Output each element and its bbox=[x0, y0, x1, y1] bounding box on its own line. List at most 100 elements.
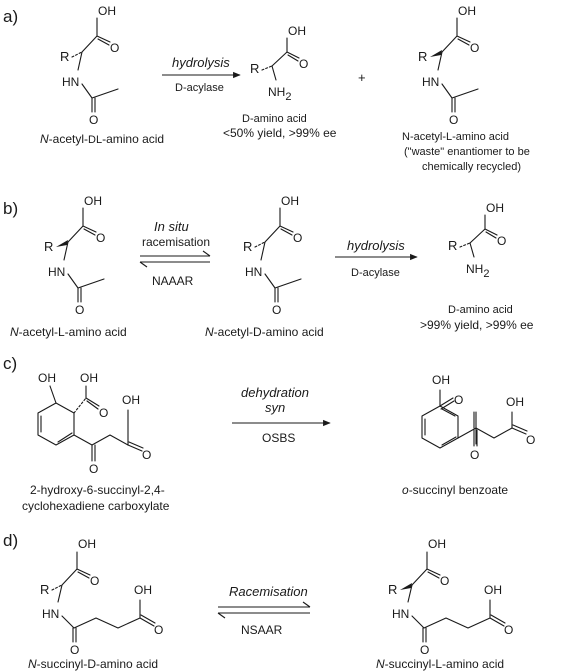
panel-b-caption3-line1: D-amino acid bbox=[448, 304, 513, 316]
panel-a-arrow-bottom-label: D-acylase bbox=[175, 82, 224, 94]
panel-a-plus-sign: + bbox=[358, 70, 366, 85]
atom-label: OH bbox=[484, 583, 502, 597]
atom-label: R bbox=[388, 582, 397, 597]
panel-a-product2-caption-line1: N-acetyl-L-amino acid bbox=[402, 131, 509, 143]
panel-a-product1-structure: R OH O NH2 bbox=[250, 24, 308, 103]
atom-label: R bbox=[243, 239, 252, 254]
panel-b-letter: b) bbox=[3, 199, 18, 218]
panel-c-arrow-top-line2: syn bbox=[265, 400, 285, 415]
atom-label: OH bbox=[288, 24, 306, 38]
atom-label: HN bbox=[245, 265, 262, 279]
panel-b-arrow-top-label: hydrolysis bbox=[347, 238, 405, 253]
panel-a-product2-caption-line2: ("waste" enantiomer to be bbox=[404, 146, 530, 158]
panel-c-arrow-top-line1: dehydration bbox=[241, 385, 309, 400]
panel-b-eq-forward-head bbox=[202, 250, 211, 257]
atom-label: O bbox=[110, 41, 119, 55]
atom-label: OH bbox=[84, 194, 102, 208]
panel-c-structure2: OH O OH O O bbox=[421, 373, 535, 462]
panel-a-product2-structure: R OH O HN O bbox=[418, 4, 479, 127]
panel-a-product1-caption-line1: D-amino acid bbox=[242, 113, 307, 125]
panel-a-reactant-caption: N-acetyl-DL-amino acid bbox=[40, 132, 164, 146]
atom-label: O bbox=[99, 406, 108, 420]
panel-a-letter: a) bbox=[3, 7, 18, 26]
panel-a-product1-caption-line2: <50% yield, >99% ee bbox=[223, 126, 337, 140]
atom-label: OH bbox=[486, 201, 504, 215]
atom-label: OH bbox=[134, 583, 152, 597]
atom-label: O bbox=[89, 462, 98, 476]
panel-d-letter: d) bbox=[3, 531, 18, 550]
panel-a-product2-caption-line3: chemically recycled) bbox=[422, 161, 521, 173]
panel-b: b) R OH O HN O N-acetyl-L-amino acid In … bbox=[3, 194, 534, 339]
panel-c-caption1-line2: cyclohexadiene carboxylate bbox=[22, 499, 170, 513]
atom-label: O bbox=[420, 643, 429, 657]
atom-label: O bbox=[470, 41, 479, 55]
atom-label: R bbox=[418, 49, 427, 64]
atom-label: HN bbox=[42, 607, 59, 621]
atom-label: O bbox=[440, 574, 449, 588]
panel-d-caption2: N-succinyl-L-amino acid bbox=[376, 657, 504, 671]
atom-label: R bbox=[40, 582, 49, 597]
panel-d-eq-forward-head bbox=[302, 601, 311, 608]
atom-label: HN bbox=[392, 607, 409, 621]
panel-b-structure3: R OH O NH2 bbox=[448, 201, 506, 280]
atom-label: HN bbox=[422, 75, 439, 89]
panel-a: a) R OH O HN O N-acetyl-DL-amino acid hy… bbox=[3, 4, 530, 173]
panel-d-eq-top-label: Racemisation bbox=[229, 584, 308, 599]
panel-d-structure1: R OH O HN O OH O bbox=[40, 537, 163, 657]
atom-label: NH2 bbox=[268, 85, 291, 103]
atom-label: NH2 bbox=[466, 262, 489, 280]
atom-label: O bbox=[70, 643, 79, 657]
atom-label: OH bbox=[122, 393, 140, 407]
panel-b-caption3-line2: >99% yield, >99% ee bbox=[420, 318, 534, 332]
atom-label: R bbox=[448, 238, 457, 253]
atom-label: O bbox=[272, 303, 281, 317]
panel-c-caption1-line1: 2-hydroxy-6-succinyl-2,4- bbox=[30, 483, 165, 497]
panel-b-eq-top-line1: In situ bbox=[154, 219, 189, 234]
atom-label: R bbox=[60, 49, 69, 64]
atom-label: O bbox=[449, 113, 458, 127]
atom-label: HN bbox=[48, 265, 65, 279]
atom-label: OH bbox=[80, 371, 98, 385]
panel-c-structure1: OH OH O O OH O bbox=[37, 371, 151, 476]
panel-b-arrow-bottom-label: D-acylase bbox=[351, 267, 400, 279]
panel-b-structure1: R OH O HN O bbox=[44, 194, 105, 317]
atom-label: O bbox=[470, 448, 479, 462]
panel-d-eq-reverse-head bbox=[217, 612, 226, 619]
atom-label: O bbox=[497, 234, 506, 248]
panel-d: d) R OH O HN O OH O N-succinyl-D-amino a… bbox=[3, 531, 513, 671]
atom-label: OH bbox=[98, 4, 116, 18]
atom-label: OH bbox=[432, 373, 450, 387]
atom-label: O bbox=[90, 574, 99, 588]
atom-label: OH bbox=[458, 4, 476, 18]
atom-label: OH bbox=[428, 537, 446, 551]
panel-b-eq-reverse-head bbox=[139, 261, 148, 268]
atom-label: O bbox=[526, 433, 535, 447]
panel-c-caption2: o-succinyl benzoate bbox=[402, 483, 508, 497]
panel-c-arrow-bottom-label: OSBS bbox=[262, 431, 295, 445]
atom-label: OH bbox=[281, 194, 299, 208]
atom-label: OH bbox=[38, 371, 56, 385]
atom-label: O bbox=[89, 113, 98, 127]
atom-label: O bbox=[142, 448, 151, 462]
atom-label: O bbox=[454, 393, 463, 407]
panel-a-reactant-structure: R OH O HN O bbox=[60, 4, 119, 127]
atom-label: O bbox=[75, 303, 84, 317]
panel-b-structure2: R OH O HN O bbox=[243, 194, 302, 317]
panel-d-eq-bottom-label: NSAAR bbox=[241, 623, 283, 637]
panel-d-structure2: R OH O HN O OH O bbox=[388, 537, 513, 657]
atom-label: OH bbox=[78, 537, 96, 551]
panel-d-caption1: N-succinyl-D-amino acid bbox=[28, 657, 158, 671]
atom-label: O bbox=[504, 623, 513, 637]
atom-label: R bbox=[44, 239, 53, 254]
atom-label: O bbox=[154, 623, 163, 637]
atom-label: O bbox=[293, 231, 302, 245]
panel-b-caption1: N-acetyl-L-amino acid bbox=[10, 325, 127, 339]
atom-label: R bbox=[250, 61, 259, 76]
panel-a-arrow-top-label: hydrolysis bbox=[172, 55, 230, 70]
panel-b-eq-bottom-label: NAAAR bbox=[152, 274, 194, 288]
atom-label: HN bbox=[62, 75, 79, 89]
panel-c: c) OH OH O O OH O 2-hydroxy-6-succinyl-2… bbox=[3, 354, 535, 513]
panel-b-caption2: N-acetyl-D-amino acid bbox=[205, 325, 324, 339]
